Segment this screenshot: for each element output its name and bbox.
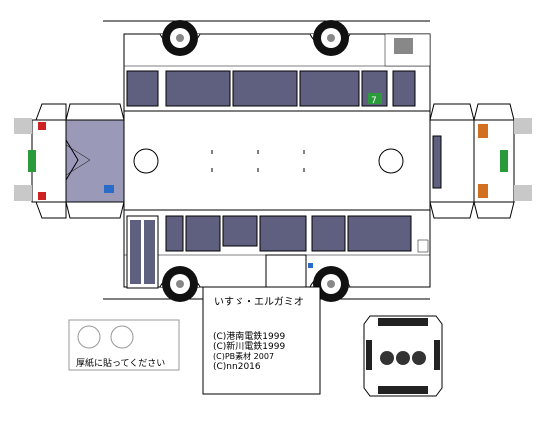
tail-light xyxy=(478,184,488,198)
wheel xyxy=(313,20,349,56)
glue-circle xyxy=(77,325,101,349)
side-window xyxy=(185,215,221,252)
credit-line: (C)PB素材 2007 xyxy=(213,352,275,361)
front-door-glass xyxy=(432,135,442,189)
front-end-panel xyxy=(429,103,532,219)
roof-hatch xyxy=(378,148,404,174)
glue-tab xyxy=(14,185,32,201)
glue-instruction: 厚紙に貼ってください xyxy=(76,359,166,369)
route-sign xyxy=(368,93,382,104)
wheel xyxy=(313,266,349,302)
front-side-window xyxy=(392,70,416,107)
route-number: 7 xyxy=(371,96,377,106)
side-window xyxy=(311,215,346,252)
glue-tab xyxy=(514,118,532,134)
rear-end-panel xyxy=(14,103,125,219)
roof-hatch xyxy=(133,148,159,174)
vent-grille xyxy=(394,38,413,54)
tail-light xyxy=(478,124,488,138)
wheel xyxy=(162,20,198,56)
side-window xyxy=(165,215,184,252)
wheel xyxy=(162,266,198,302)
brake-light xyxy=(38,192,46,200)
side-window xyxy=(232,70,298,107)
side-window xyxy=(299,70,360,107)
credit-line: (C)nn2016 xyxy=(213,362,261,372)
side-window xyxy=(259,215,307,252)
rear-route-sign xyxy=(28,150,36,172)
wheel-hub xyxy=(412,351,426,365)
glue-circle xyxy=(110,325,134,349)
roof-panel xyxy=(123,110,431,211)
glue-tab xyxy=(14,118,32,134)
wheel-hub xyxy=(380,351,394,365)
front-route-sign xyxy=(500,150,508,172)
floor-tab xyxy=(202,286,321,395)
underbody-piece xyxy=(363,315,443,397)
rear-window xyxy=(126,70,159,107)
brake-light xyxy=(38,122,46,130)
side-window xyxy=(222,215,258,247)
credit-line: (C)港南電鉄1999 xyxy=(213,332,286,342)
side-window xyxy=(165,70,231,107)
rear-sign xyxy=(104,185,114,193)
model-name: いすゞ・エルガミオ xyxy=(214,297,304,308)
glue-tab xyxy=(514,185,532,201)
credit-line: (C)新川電鉄1999 xyxy=(213,342,286,352)
middle-door xyxy=(265,254,307,288)
credits-block: (C)港南電鉄1999 (C)新川電鉄1999 (C)PB素材 2007 (C)… xyxy=(213,332,285,372)
wheel-hub xyxy=(396,351,410,365)
rear-windshield xyxy=(65,119,125,203)
side-window xyxy=(347,215,412,252)
